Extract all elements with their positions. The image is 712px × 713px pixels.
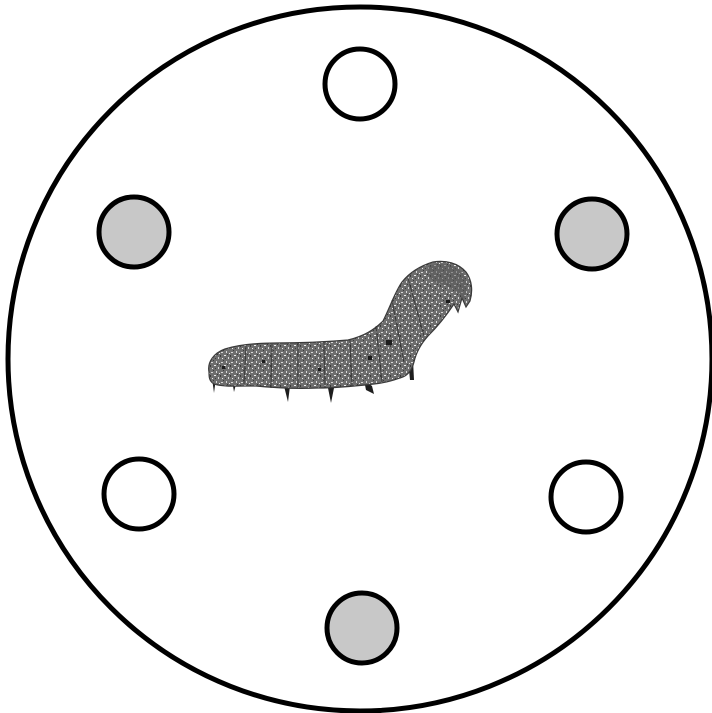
well-lower-right-empty <box>551 462 621 532</box>
well-lower-left-empty <box>104 459 174 529</box>
well-bottom-filled <box>327 593 397 663</box>
well-top-empty <box>325 49 395 119</box>
well-upper-right-filled <box>557 199 627 269</box>
well-upper-left-filled <box>99 197 169 267</box>
